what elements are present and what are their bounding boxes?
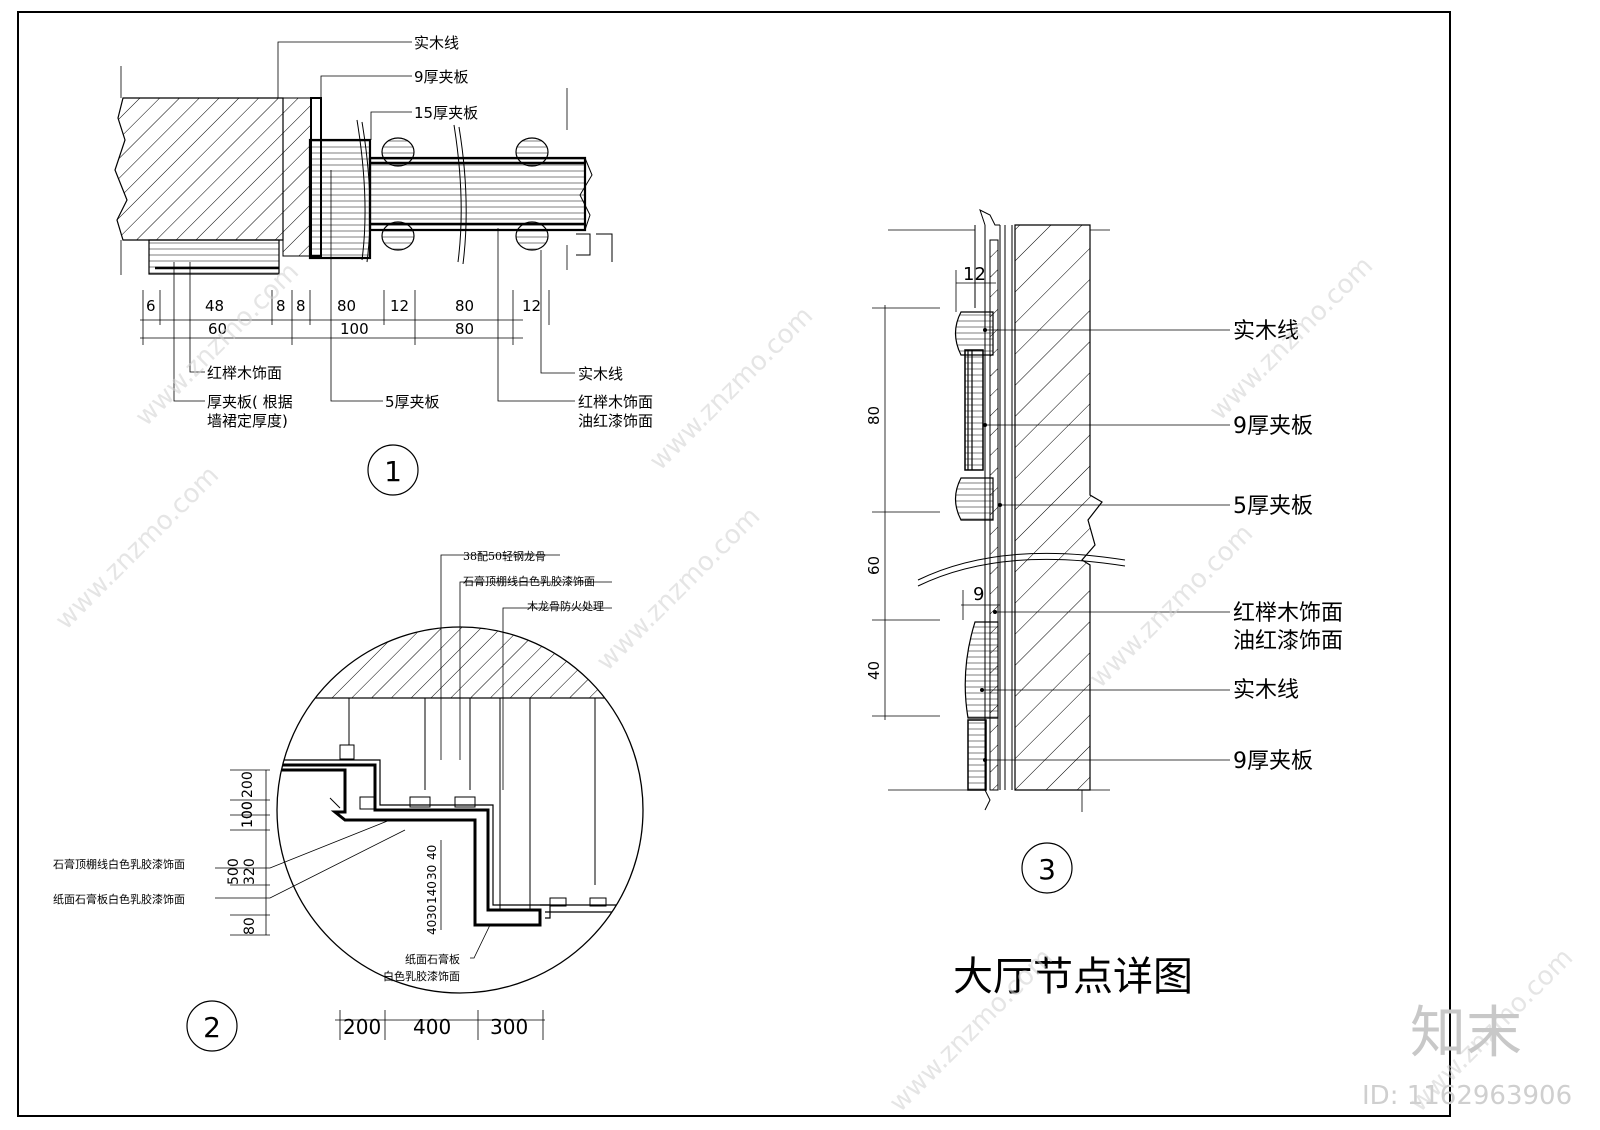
- d2-dim-bottom-400: 400: [413, 1015, 451, 1039]
- d1-label-9mm-plywood: 9厚夹板: [414, 68, 469, 86]
- d1-label-5mm-plywood: 5厚夹板: [385, 393, 440, 411]
- detail-1: 实木线 9厚夹板 15厚夹板 6 48 8 8 80 12: [114, 34, 653, 496]
- d3-dim-40: 40: [865, 661, 883, 680]
- d2-inner-dimensions: 40 30 140 30 40: [425, 840, 442, 935]
- d3-vertical-dimensions: 80 60 40: [865, 305, 940, 720]
- d2-inner-30a: 30: [425, 865, 439, 880]
- d1-label-red-paint: 油红漆饰面: [578, 412, 653, 430]
- d3-callout-circle: [1021, 842, 1073, 894]
- d3-moulding-top: [954, 311, 994, 356]
- d2-number: 2: [203, 1011, 221, 1044]
- d1-label-solid-wood: 实木线: [414, 34, 459, 52]
- d1-label-thick-plywood: 厚夹板( 根据: [207, 393, 293, 411]
- d1-dim-80b: 80: [455, 297, 474, 315]
- d2-bottom-dimensions: 200 400 300: [335, 1010, 545, 1040]
- d1-callout-circle: [367, 444, 419, 496]
- d2-dim-100b: 100: [240, 801, 256, 828]
- d2-gypsum-board: [277, 763, 542, 927]
- d1-dim-100: 100: [340, 320, 369, 338]
- d1-dim-8a: 8: [276, 297, 286, 315]
- d3-label-9mm-plywood-top: 9厚夹板: [1233, 414, 1313, 439]
- d2-dim-bottom-200: 200: [343, 1015, 381, 1039]
- d2-dim-80: 80: [242, 917, 258, 935]
- d1-label-beech-finish: 红榉木饰面: [578, 393, 653, 411]
- d3-label-solid-wood-bottom: 实木线: [1233, 678, 1299, 703]
- d1-label-beech-veneer: 红榉木饰面: [207, 364, 282, 382]
- d3-number: 3: [1038, 853, 1056, 886]
- d1-dim-80a: 80: [337, 297, 356, 315]
- d2-dim-100a: 100: [240, 801, 256, 828]
- d3-panel-lower: [967, 719, 987, 791]
- drawing-title: 大厅节点详图: [953, 954, 1193, 1000]
- d3-dim-60: 60: [865, 556, 883, 575]
- plywood-panel: [368, 156, 587, 232]
- d3-label-red-paint: 油红漆饰面: [1233, 629, 1343, 654]
- d1-label-solid-wood-bottom: 实木线: [578, 365, 623, 383]
- d3-dim-80: 80: [865, 406, 883, 425]
- plywood-15: [308, 138, 372, 260]
- watermark-text-3: www.znzmo.com: [1204, 251, 1379, 426]
- d1-dimensions: 6 48 8 8 80 12 80 12 60 100 80: [140, 290, 550, 345]
- d2-label-wood-keel: 木龙骨防火处理: [527, 599, 604, 613]
- d1-dim-80c: 80: [455, 320, 474, 338]
- d2-label-gypsum-left: 纸面石膏板白色乳胶漆饰面: [53, 892, 185, 906]
- d1-dim-12a: 12: [390, 297, 409, 315]
- d2-dim-bottom-300: 300: [490, 1015, 528, 1039]
- d1-label-15mm-plywood: 15厚夹板: [414, 104, 478, 122]
- wood-batten: [282, 97, 312, 257]
- image-id-text: ID: 1162963906: [1362, 1081, 1572, 1111]
- d3-label-9mm-plywood-bottom: 9厚夹板: [1233, 749, 1313, 774]
- d3-label-solid-wood-top: 实木线: [1233, 319, 1299, 344]
- d2-label-steel-keel: 38配50轻钢龙骨: [463, 549, 546, 563]
- d1-dim-12b: 12: [522, 297, 541, 315]
- d2-left-dimensions: 200 100 100 500 320 80: [226, 769, 270, 936]
- d3-dim-12: 12: [963, 264, 986, 285]
- d3-label-5mm-plywood: 5厚夹板: [1233, 494, 1313, 519]
- drawing-frame: [17, 11, 1451, 1117]
- d2-label-cornice-left: 石膏顶棚线白色乳胶漆饰面: [53, 857, 185, 871]
- d2-inner-40a: 40: [425, 845, 439, 860]
- d2-label-white-latex: 白色乳胶漆饰面: [383, 969, 460, 983]
- d2-dim-200: 200: [240, 771, 256, 798]
- d2-dim-320: 320: [242, 858, 258, 885]
- d3-label-beech-veneer: 红榉木饰面: [1233, 601, 1343, 626]
- d2-dim-500: 500: [226, 858, 242, 885]
- d1-number: 1: [384, 455, 402, 488]
- d1-dim-8b: 8: [296, 297, 306, 315]
- watermark-text-5: www.znzmo.com: [591, 501, 766, 676]
- d3-moulding-bottom: [964, 621, 999, 719]
- d2-inner-40b: 40: [425, 920, 439, 935]
- d1-dim-6: 6: [146, 297, 156, 315]
- d1-label-thick-plywood-note: 墙裙定厚度): [207, 412, 288, 430]
- d1-dim-60: 60: [208, 320, 227, 338]
- d2-inner-30b: 30: [425, 905, 439, 920]
- d2-callout-circle: [186, 1000, 238, 1052]
- watermark-text-4: www.znzmo.com: [50, 460, 225, 635]
- detail-3: 12 9 80 60 40: [865, 209, 1343, 894]
- d3-wall-section: [1014, 224, 1103, 791]
- detail-2: 38配50轻钢龙骨 石膏顶棚线白色乳胶漆饰面 木龙骨防火处理 200 100 1…: [53, 549, 644, 1052]
- solid-wood-moulding-2: [515, 137, 549, 167]
- wall-section: [114, 97, 284, 241]
- d2-label-gypsum-board: 纸面石膏板: [405, 952, 460, 966]
- d1-dim-48: 48: [205, 297, 224, 315]
- watermark-text-2: www.znzmo.com: [644, 301, 819, 476]
- d3-moulding-mid: [954, 477, 994, 521]
- d2-label-cornice-top: 石膏顶棚线白色乳胶漆饰面: [463, 574, 595, 588]
- brand-logo-text: 知末: [1410, 1001, 1522, 1066]
- d3-dim-9: 9: [973, 584, 984, 605]
- solid-wood-moulding-1: [381, 137, 415, 167]
- d2-inner-140: 140: [425, 881, 439, 904]
